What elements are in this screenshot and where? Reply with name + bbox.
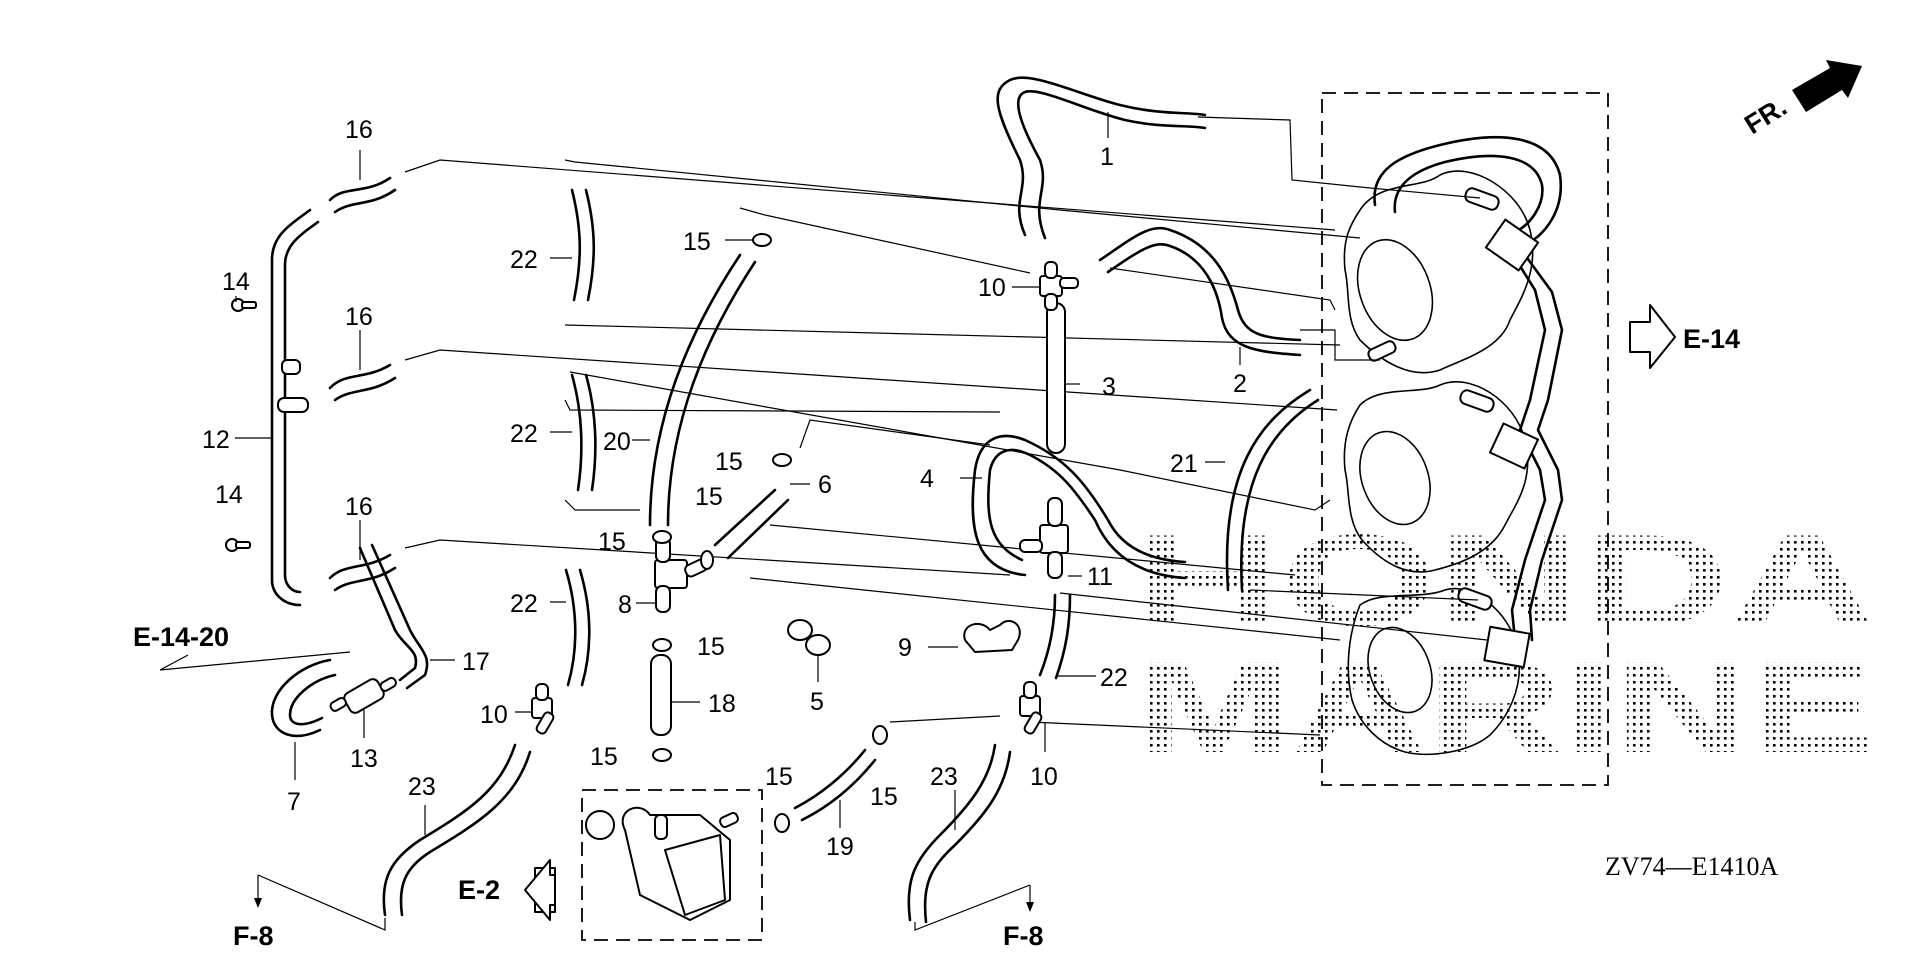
callout-2: 2 <box>1233 370 1247 398</box>
callout-17: 17 <box>462 648 490 676</box>
front-label: FR. <box>1739 92 1792 140</box>
callout-15-f: 15 <box>590 743 618 771</box>
part-1-hose <box>996 76 1207 240</box>
fuel-pump-group-box <box>581 789 763 941</box>
callout-9: 9 <box>898 634 912 662</box>
ref-e14-20-label: E-14-20 <box>133 622 229 652</box>
callout-5: 5 <box>810 688 824 716</box>
callout-23-left: 23 <box>408 773 436 801</box>
part-15-clamps <box>652 233 888 833</box>
reference-f8-right: F-8 <box>914 884 1044 951</box>
callout-15-e: 15 <box>697 633 725 661</box>
part-6-hose <box>713 488 790 560</box>
part-22-hoses <box>564 188 1072 687</box>
diagram-code: ZV74—E1410A <box>1605 852 1779 881</box>
callout-15-a: 15 <box>683 228 711 256</box>
callout-8: 8 <box>618 591 632 619</box>
callout-6: 6 <box>818 471 832 499</box>
part-7-hose <box>270 658 337 738</box>
callout-19: 19 <box>826 833 854 861</box>
part-21-tube <box>1225 388 1320 592</box>
ref-e2-label: E-2 <box>458 875 500 905</box>
callout-15-d: 15 <box>695 483 723 511</box>
callout-7: 7 <box>287 788 301 816</box>
callout-4: 4 <box>920 465 934 493</box>
callout-10-top: 10 <box>978 274 1006 302</box>
part-14-bolts <box>225 298 257 552</box>
part-23-hoses <box>382 743 1012 924</box>
part-9-clip <box>963 620 1021 653</box>
callout-14-bottom: 14 <box>215 481 243 509</box>
callout-15-h: 15 <box>870 783 898 811</box>
part-5-clip <box>787 619 831 656</box>
callout-16-b: 16 <box>345 303 373 331</box>
front-arrow-icon <box>1792 60 1862 112</box>
callout-10-left: 10 <box>480 701 508 729</box>
ref-f8-right-label: F-8 <box>1003 921 1044 951</box>
part-12-pipe <box>270 208 320 607</box>
front-orientation-indicator: FR. <box>1739 60 1862 140</box>
reference-e14: E-14 <box>1629 304 1740 369</box>
leader-lines <box>404 116 1488 736</box>
callout-15-g: 15 <box>765 763 793 791</box>
part-2-hose <box>1098 226 1302 357</box>
callout-15-c: 15 <box>598 528 626 556</box>
callout-22-b: 22 <box>510 420 538 448</box>
callout-13: 13 <box>350 745 378 773</box>
fuel-pump <box>585 806 739 921</box>
reference-e2: E-2 <box>458 859 556 921</box>
callout-12: 12 <box>202 426 230 454</box>
callout-23-right: 23 <box>930 763 958 791</box>
part-4-hose <box>971 434 1187 580</box>
callout-21: 21 <box>1170 450 1198 478</box>
callout-3: 3 <box>1102 373 1116 401</box>
arrow-right-icon <box>1629 304 1676 369</box>
part-3-hose <box>1046 302 1066 454</box>
carburetor-assembly <box>1343 135 1564 755</box>
ref-e14-label: E-14 <box>1683 324 1740 354</box>
callout-10-right: 10 <box>1030 763 1058 791</box>
callout-11: 11 <box>1087 563 1113 591</box>
callout-22-d: 22 <box>1100 664 1128 692</box>
part-16-hoses <box>328 176 397 592</box>
callouts: 1 2 3 4 5 6 7 8 9 10 10 10 11 12 13 14 1… <box>202 112 1247 861</box>
part-18-hose <box>650 654 672 736</box>
part-19-hose <box>793 748 877 822</box>
part-8-joint <box>654 537 708 613</box>
part-13-filter <box>329 677 397 714</box>
ref-f8-left-label: F-8 <box>233 921 274 951</box>
part-20-hose <box>648 253 757 527</box>
reference-e14-20: E-14-20 <box>133 622 351 671</box>
callout-15-b: 15 <box>715 448 743 476</box>
callout-22-a: 22 <box>510 246 538 274</box>
part-11-joint <box>1019 497 1069 579</box>
carburetor-group-box <box>1321 92 1609 786</box>
part-17-hose <box>358 543 429 690</box>
callout-16-c: 16 <box>345 493 373 521</box>
callout-14-top: 14 <box>222 268 250 296</box>
callout-16-a: 16 <box>345 116 373 144</box>
part-10-joints <box>531 261 1079 735</box>
reference-f8-left: F-8 <box>233 874 386 951</box>
callout-1: 1 <box>1100 143 1114 171</box>
callout-22-c: 22 <box>510 590 538 618</box>
callout-18: 18 <box>708 690 736 718</box>
callout-20: 20 <box>603 428 631 456</box>
arrow-left-head-icon <box>524 859 556 921</box>
